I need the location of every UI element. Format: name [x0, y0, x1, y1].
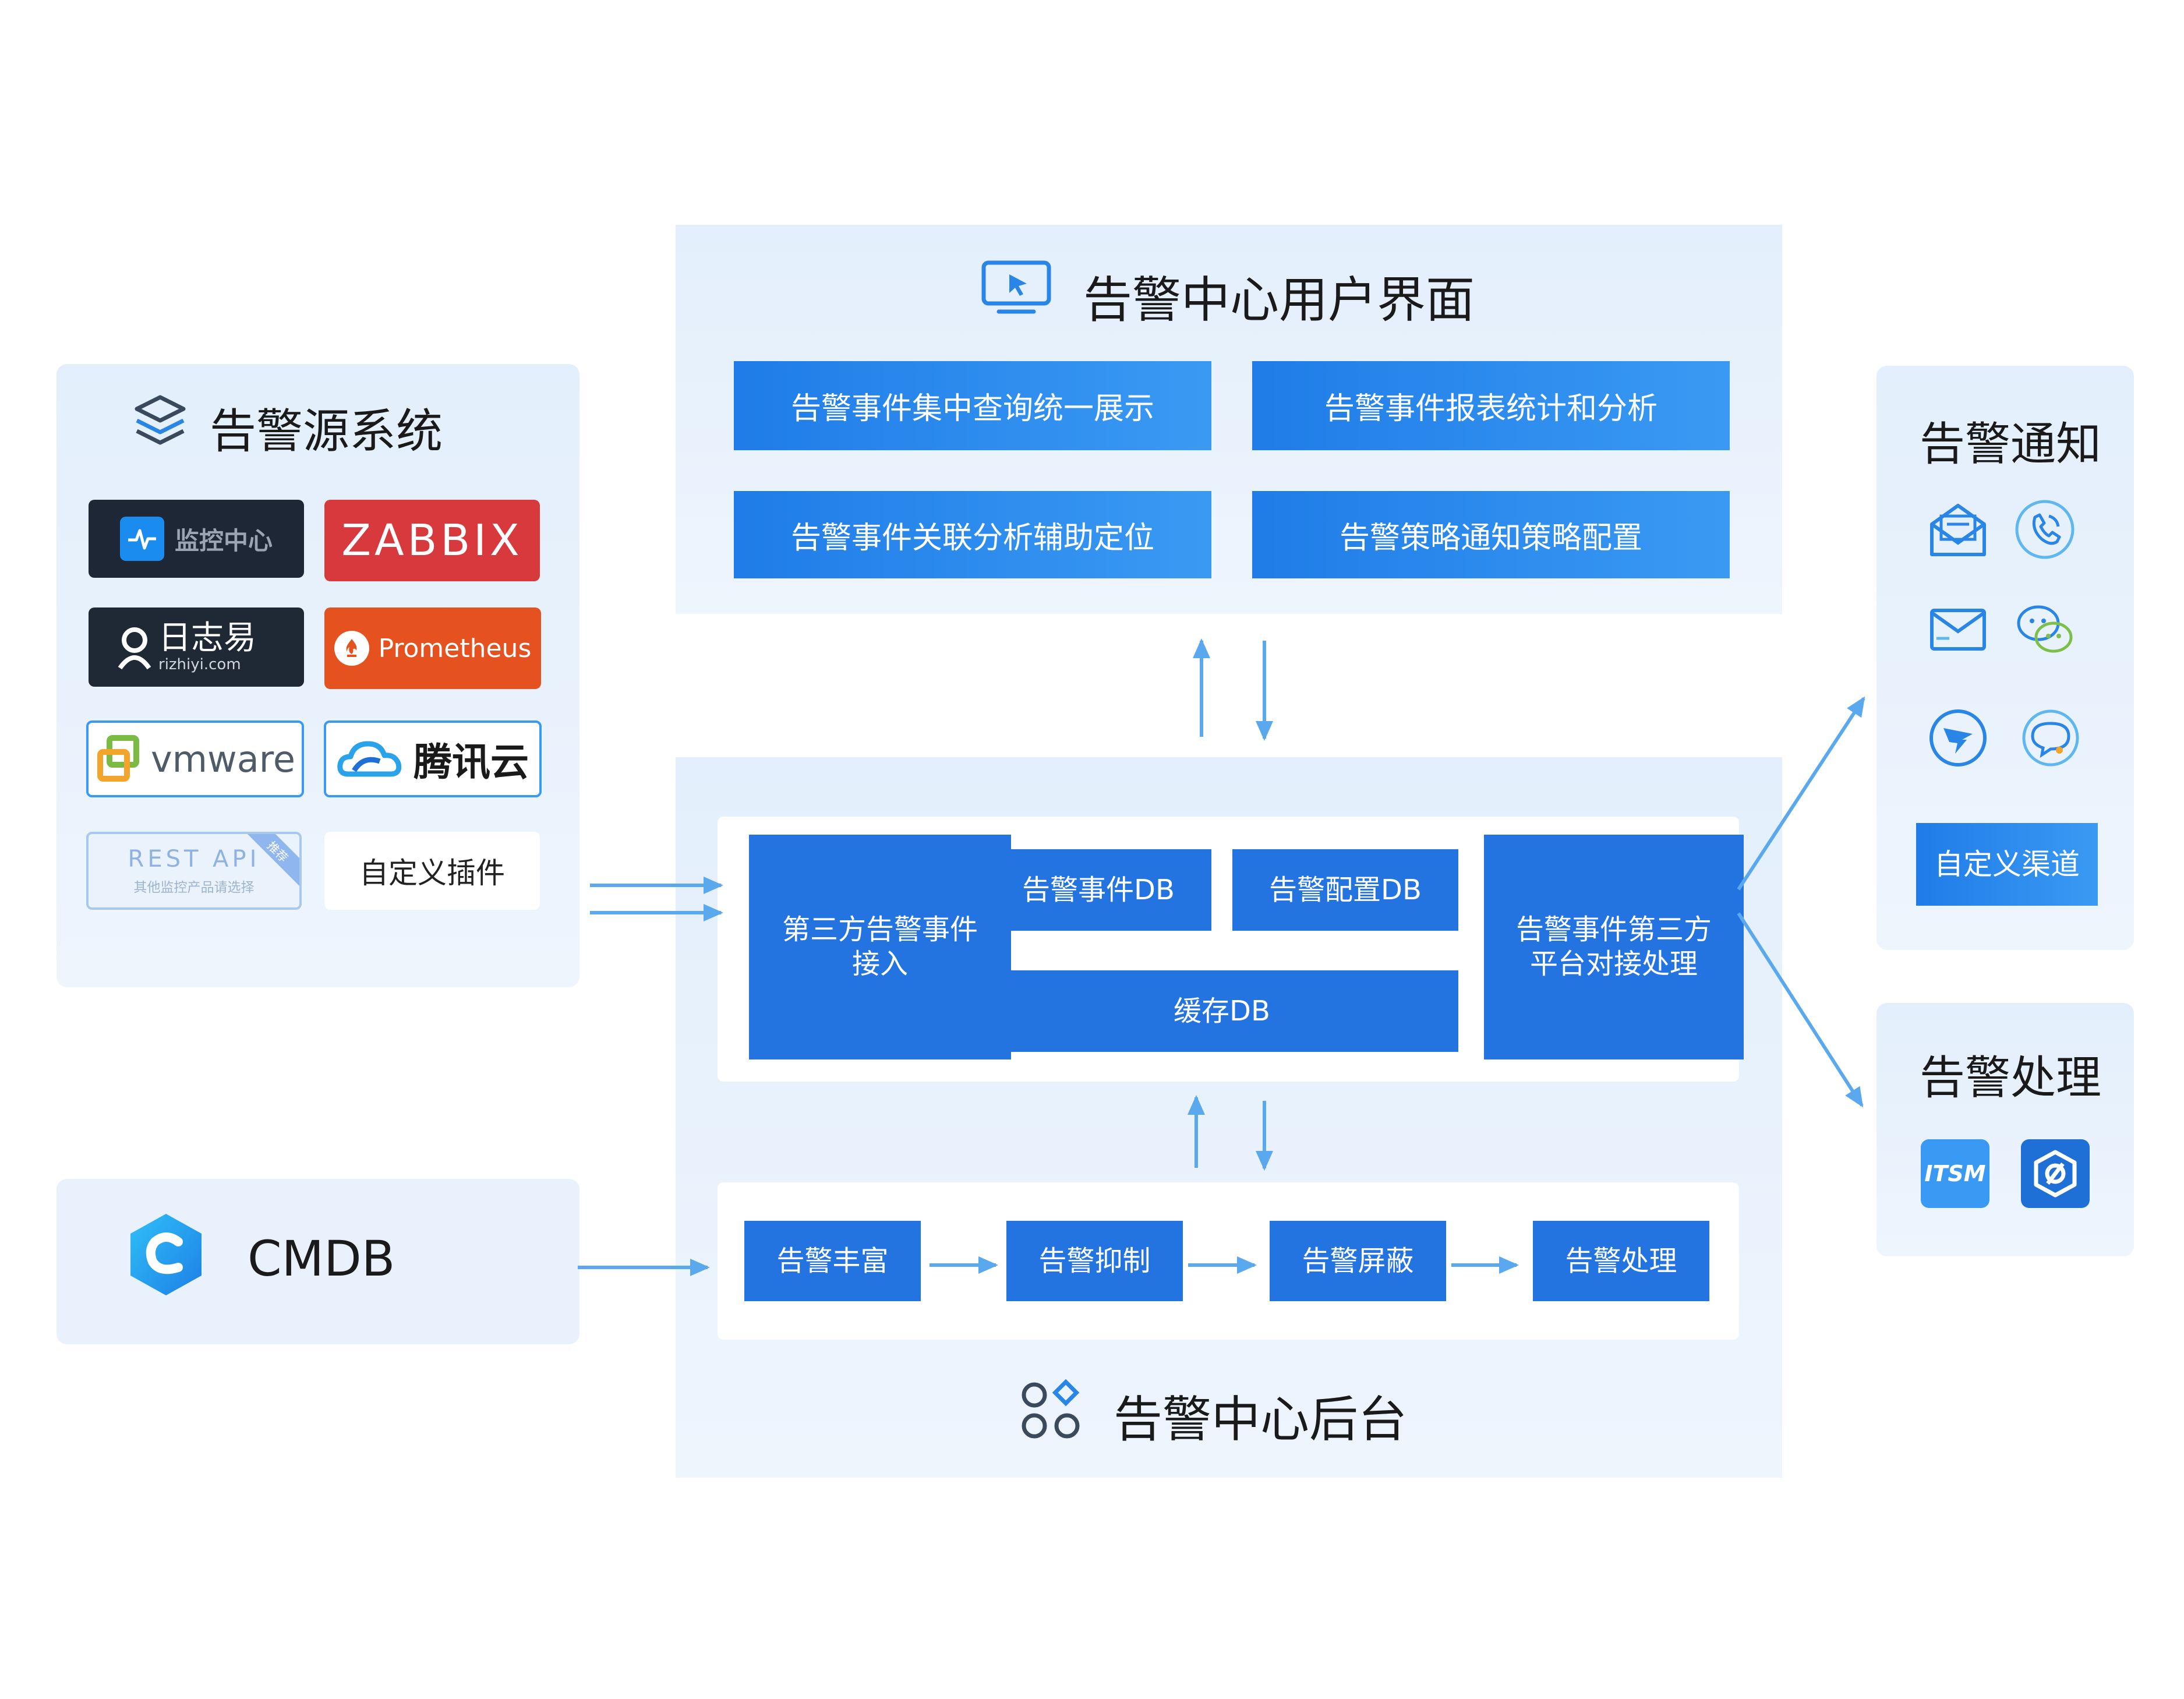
prometheus-logo[interactable]: Prometheus — [324, 607, 541, 689]
mail-open-icon — [1926, 497, 1990, 561]
rizhiyi-logo[interactable]: 日志易 rizhiyi.com — [89, 607, 304, 687]
tencent-cloud-label: 腾讯云 — [414, 740, 529, 785]
vmware-logo[interactable]: vmware — [86, 720, 304, 797]
cmdb-hexagon-icon — [127, 1211, 206, 1298]
custom-plugin-box[interactable]: 自定义插件 — [324, 832, 540, 910]
handle-panel — [1876, 1003, 2134, 1256]
email-icon — [1926, 598, 1990, 662]
monitor-center-logo[interactable]: 监控中心 — [89, 500, 304, 578]
settings-hex-icon[interactable] — [2021, 1139, 2090, 1208]
layers-icon — [131, 391, 189, 450]
ui-button-report-statistics[interactable]: 告警事件报表统计和分析 — [1252, 361, 1730, 450]
ui-panel-title: 告警中心用户界面 — [1083, 271, 1475, 329]
zabbix-logo[interactable]: ZABBIX — [324, 500, 540, 581]
tencent-cloud-logo[interactable]: 腾讯云 — [324, 720, 542, 797]
custom-channel-button[interactable]: 自定义渠道 — [1916, 823, 2098, 906]
prometheus-label: Prometheus — [378, 633, 532, 663]
backend-panel-title: 告警中心后台 — [1114, 1391, 1408, 1448]
ui-button-correlation-analysis[interactable]: 告警事件关联分析辅助定位 — [734, 491, 1211, 578]
apps-grid-icon — [1020, 1379, 1082, 1441]
ui-button-policy-config[interactable]: 告警策略通知策略配置 — [1252, 491, 1730, 578]
custom-plugin-label: 自定义插件 — [359, 856, 505, 890]
itsm-icon[interactable]: ITSM — [1921, 1139, 1989, 1208]
rizhiyi-label: 日志易 — [158, 619, 256, 657]
arrow-backend-to-notify — [1737, 696, 1865, 891]
flame-icon — [334, 631, 369, 666]
event-db-box[interactable]: 告警事件DB — [985, 849, 1211, 931]
handle-panel-title: 告警处理 — [1920, 1052, 2102, 1104]
chat-bubble-icon — [2019, 706, 2083, 770]
rest-api-logo[interactable]: REST API 其他监控产品请选择 推荐 — [86, 832, 302, 910]
config-db-box[interactable]: 告警配置DB — [1232, 849, 1458, 931]
third-party-ingest-box[interactable]: 第三方告警事件接入 — [749, 835, 1011, 1059]
monitor-center-label: 监控中心 — [174, 526, 273, 555]
cmdb-label: CMDB — [248, 1230, 395, 1287]
rest-api-label: REST API — [128, 846, 260, 873]
pipeline-step-handle[interactable]: 告警处理 — [1533, 1221, 1709, 1301]
rizhiyi-person-icon — [114, 624, 155, 670]
wechat-icon — [2013, 598, 2077, 662]
vmware-squares-icon — [95, 733, 147, 785]
notify-panel-title: 告警通知 — [1920, 418, 2102, 471]
phone-call-icon — [2013, 497, 2077, 561]
cache-db-box[interactable]: 缓存DB — [985, 970, 1458, 1052]
monitor-cursor-icon — [981, 260, 1051, 316]
zabbix-label: ZABBIX — [341, 515, 523, 566]
arrow-backend-to-handle — [1737, 912, 1864, 1108]
cloud-icon — [337, 736, 407, 782]
ui-button-centralized-query[interactable]: 告警事件集中查询统一展示 — [734, 361, 1211, 450]
source-panel-title: 告警源系统 — [210, 404, 443, 458]
pipeline-step-enrich[interactable]: 告警丰富 — [744, 1221, 921, 1301]
dingtalk-icon — [1926, 706, 1990, 770]
pipeline-step-suppress[interactable]: 告警抑制 — [1006, 1221, 1183, 1301]
pipeline-step-mask[interactable]: 告警屏蔽 — [1270, 1221, 1446, 1301]
pulse-icon — [119, 517, 164, 561]
third-party-dispatch-box[interactable]: 告警事件第三方平台对接处理 — [1484, 835, 1744, 1059]
rizhiyi-sub-label: rizhiyi.com — [158, 656, 241, 673]
rest-api-sub-label: 其他监控产品请选择 — [133, 880, 255, 895]
vmware-label: vmware — [150, 737, 296, 780]
